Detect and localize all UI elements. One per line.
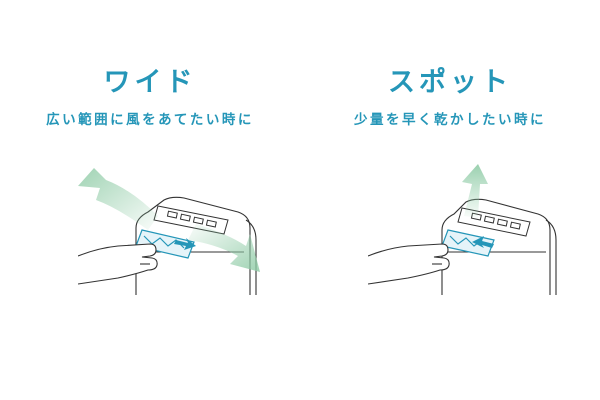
wide-airflow-left	[78, 168, 158, 230]
spot-mode-panel: スポット 少量を早く乾かしたい時に	[300, 0, 600, 400]
spot-airflow	[462, 164, 488, 218]
spot-louver-illustration	[368, 164, 557, 295]
wide-mode-title: ワイド	[103, 67, 197, 98]
hand-icon	[368, 243, 450, 285]
wide-airflow-right	[188, 224, 260, 272]
wide-louver-illustration	[78, 168, 260, 295]
wide-mode-description: 広い範囲に風をあてたい時に	[46, 112, 254, 128]
control-panel	[457, 207, 531, 237]
right-arrow-icon	[174, 238, 196, 250]
spot-mode-title: スポット	[388, 67, 512, 98]
spot-mode-description: 少量を早く乾かしたい時に	[354, 112, 546, 128]
wide-mode-panel: ワイド 広い範囲に風をあてたい時に	[46, 67, 260, 295]
left-arrow-icon	[472, 236, 494, 248]
hand-icon	[78, 243, 158, 285]
